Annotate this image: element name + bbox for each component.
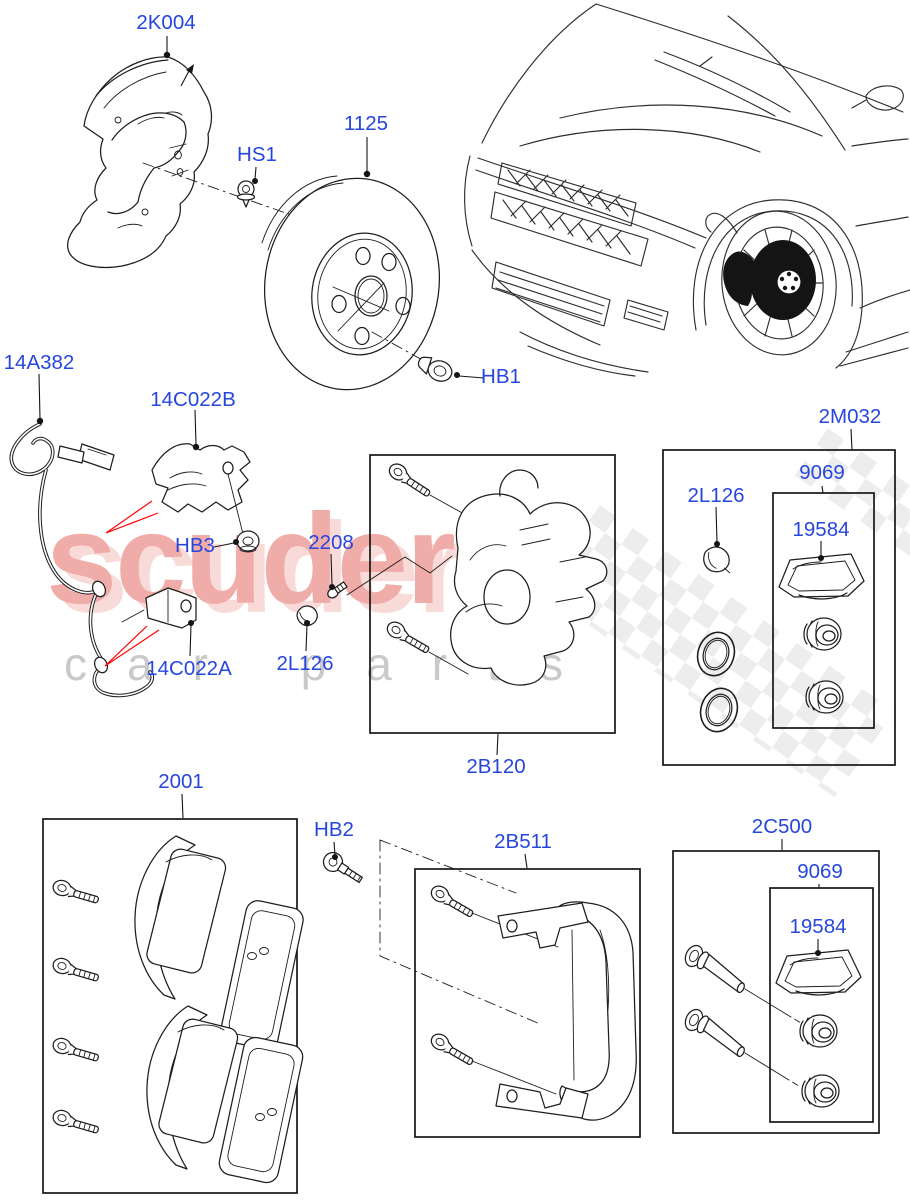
part-label-14C022B[interactable]: 14C022B xyxy=(150,388,236,411)
checkered-flag-watermark xyxy=(539,428,910,798)
caliper-group-box xyxy=(369,454,616,734)
kit-box-9069-bottom xyxy=(769,887,874,1123)
kit-box-2C500 xyxy=(672,850,880,1134)
part-label-HB1[interactable]: HB1 xyxy=(481,365,521,388)
guide-pin-bolt-hb2 xyxy=(322,851,363,884)
part-label-2B511[interactable]: 2B511 xyxy=(494,830,552,853)
red-callout-lines xyxy=(104,500,160,667)
carrier-group-box xyxy=(414,868,641,1138)
shield-screw xyxy=(236,180,256,208)
sensor-bracket-upper xyxy=(151,443,251,535)
kit-box-9069-top xyxy=(772,492,875,729)
part-label-9069-bottom[interactable]: 9069 xyxy=(797,860,843,883)
caliper-carrier-bracket xyxy=(427,882,637,1121)
part-label-2208[interactable]: 2208 xyxy=(308,531,354,554)
kit-2M032-contents xyxy=(691,546,865,738)
sensor-bracket-bolt xyxy=(236,530,260,553)
part-label-2K004[interactable]: 2K004 xyxy=(136,11,196,34)
part-label-2L126-left[interactable]: 2L126 xyxy=(276,652,334,675)
bleed-screw xyxy=(327,581,348,599)
part-label-1125[interactable]: 1125 xyxy=(343,112,389,135)
bolt-axis-lines xyxy=(379,839,541,1025)
assembly-axis-line xyxy=(142,162,301,219)
part-label-2L126-kit[interactable]: 2L126 xyxy=(687,484,745,507)
disc-retaining-bolt xyxy=(417,356,453,382)
leader-lines xyxy=(36,36,853,956)
part-label-19584-bottom[interactable]: 19584 xyxy=(789,915,847,938)
abs-sensor-wire xyxy=(9,422,155,698)
pads-group-box xyxy=(42,818,298,1194)
brake-dust-shield xyxy=(67,56,213,269)
part-label-2001[interactable]: 2001 xyxy=(158,770,204,793)
kit-box-2M032 xyxy=(662,449,896,766)
part-label-2C500[interactable]: 2C500 xyxy=(751,815,813,838)
part-label-9069-top[interactable]: 9069 xyxy=(799,461,845,484)
cap-2L126-left xyxy=(296,605,318,627)
part-label-2M032[interactable]: 2M032 xyxy=(818,405,882,428)
vehicle-illustration xyxy=(464,3,910,377)
part-label-HB2[interactable]: HB2 xyxy=(314,818,354,841)
part-label-HS1[interactable]: HS1 xyxy=(237,143,277,166)
part-label-14A382[interactable]: 14A382 xyxy=(3,351,75,374)
brake-disc xyxy=(261,175,441,391)
kit-2C500-contents xyxy=(680,941,862,1108)
highlighted-brake-assembly xyxy=(723,240,816,320)
part-label-HB3[interactable]: HB3 xyxy=(175,534,215,557)
brake-pads-set xyxy=(50,835,304,1184)
part-label-19584-top[interactable]: 19584 xyxy=(792,518,850,541)
hose-routing-line xyxy=(346,555,453,596)
part-label-14C022A[interactable]: 14C022A xyxy=(146,657,232,680)
brake-caliper xyxy=(383,460,608,686)
clip-2L126-kit xyxy=(703,546,731,574)
part-label-2B120[interactable]: 2B120 xyxy=(466,755,526,778)
sensor-bracket-lower xyxy=(121,587,197,629)
